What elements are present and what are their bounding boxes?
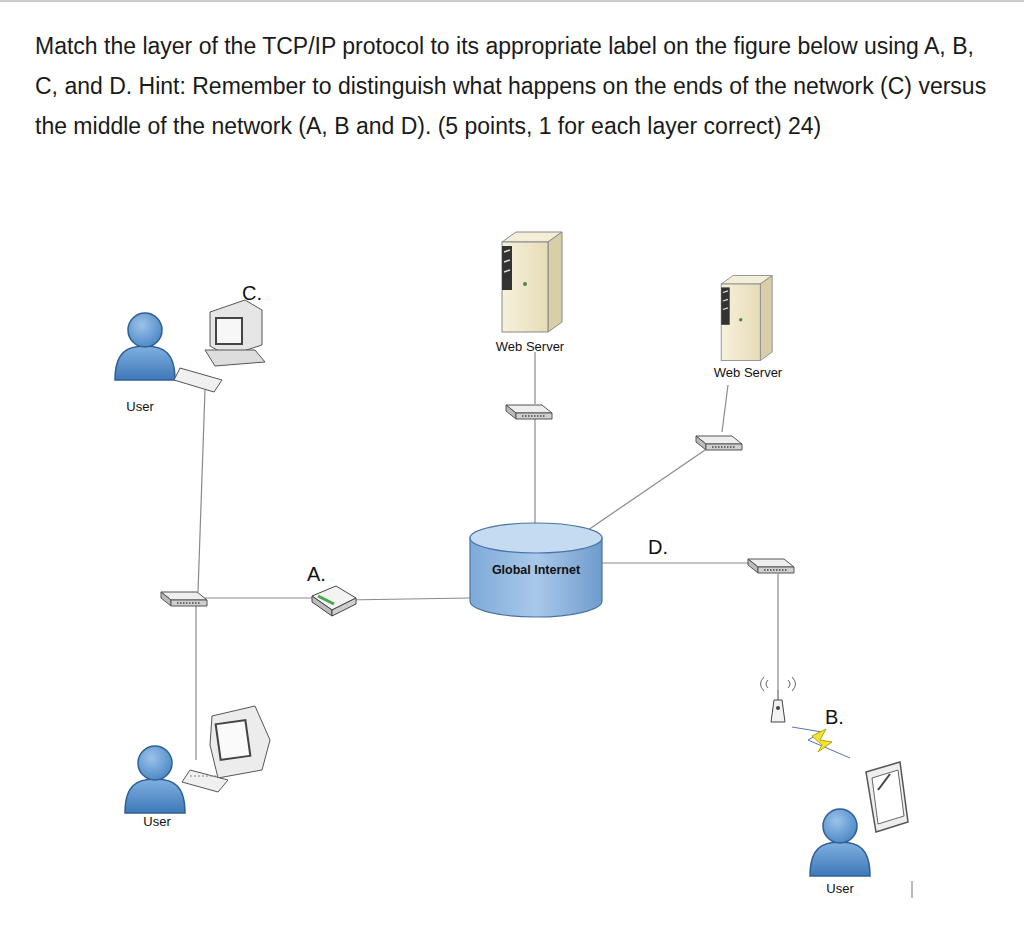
cylinder-top [470, 523, 602, 553]
device-node: User [124, 399, 155, 414]
callout-letter: B. [825, 706, 844, 729]
internet-cloud: Global Internet [469, 522, 603, 618]
callout-letter: D. [648, 536, 668, 559]
device-node: Web Server [712, 365, 784, 380]
device-label: Web Server [712, 365, 784, 380]
device-label: User [141, 814, 172, 829]
device-label: User [124, 399, 155, 414]
device-label: User [824, 881, 855, 896]
question-text: Match the layer of the TCP/IP protocol t… [35, 26, 995, 146]
network-label: Global Internet [492, 563, 580, 577]
callout-letter: C. [242, 282, 262, 305]
device-label: Web Server [494, 339, 566, 354]
device-node: Web Server [494, 339, 566, 354]
callout-letter: A. [307, 563, 326, 586]
device-node: User [824, 881, 855, 896]
device-node: User [141, 814, 172, 829]
